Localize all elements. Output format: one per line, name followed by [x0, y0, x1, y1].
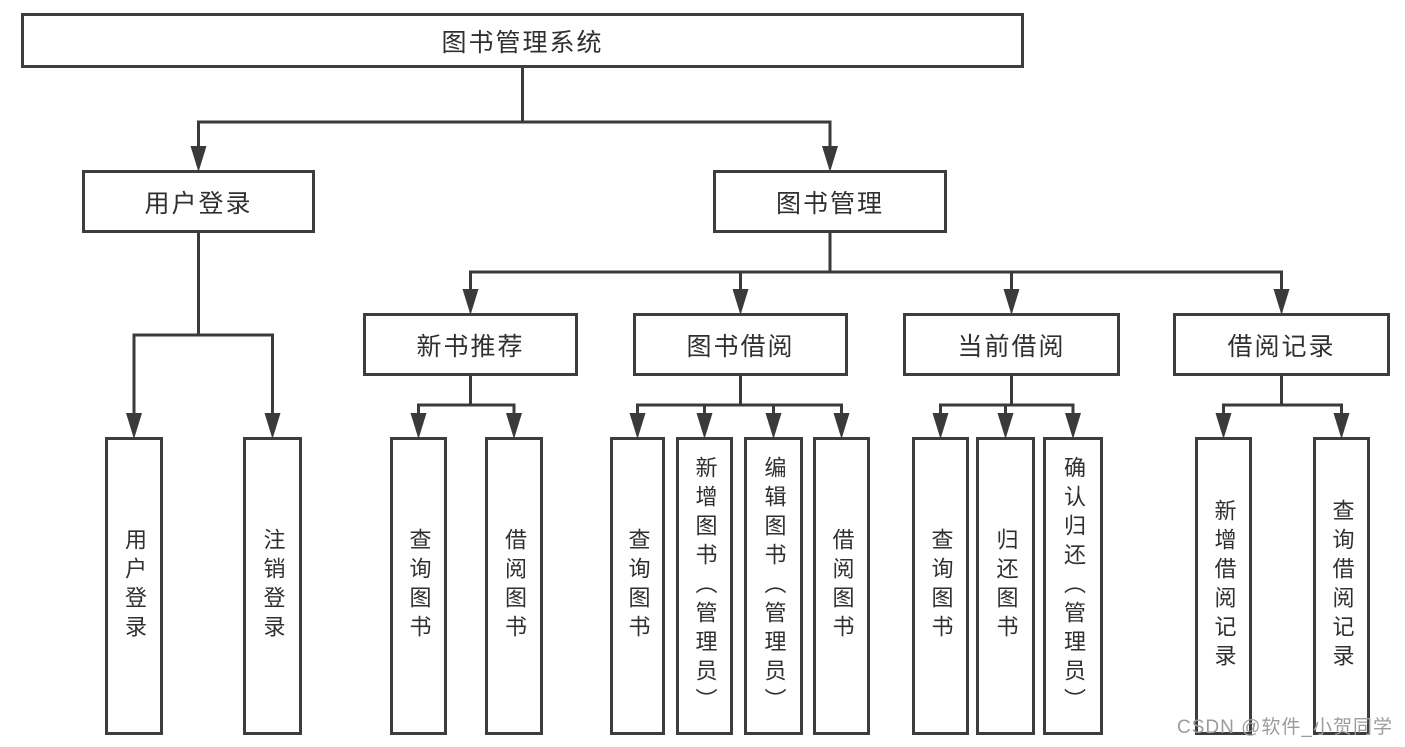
node-leaf-borrow-books-recommend: 借阅图书: [485, 437, 543, 735]
watermark: CSDN @软件_小贺同学: [1177, 717, 1393, 738]
node-leaf-return-book: 归还图书: [976, 437, 1035, 735]
node-current-borrowing: 当前借阅: [903, 313, 1120, 376]
node-book-borrowing: 图书借阅: [633, 313, 848, 376]
node-leaf-add-book-admin: 新增图书（管理员）: [676, 437, 733, 735]
node-book-management: 图书管理: [713, 170, 947, 233]
node-user-login: 用户登录: [82, 170, 315, 233]
node-borrowing-records: 借阅记录: [1173, 313, 1390, 376]
node-leaf-query-books-current: 查询图书: [912, 437, 969, 735]
node-leaf-logout-login: 注销登录: [243, 437, 302, 735]
node-leaf-user-login: 用户登录: [105, 437, 163, 735]
node-new-book-recommend: 新书推荐: [363, 313, 578, 376]
node-leaf-edit-book-admin: 编辑图书（管理员）: [744, 437, 803, 735]
node-library-management-system: 图书管理系统: [21, 13, 1024, 68]
node-leaf-confirm-return-admin: 确认归还（管理员）: [1043, 437, 1103, 735]
node-leaf-query-borrow-record: 查询借阅记录: [1313, 437, 1370, 735]
node-leaf-query-books-borrowing: 查询图书: [610, 437, 665, 735]
node-leaf-add-borrow-record: 新增借阅记录: [1195, 437, 1252, 735]
node-leaf-borrow-books-borrowing: 借阅图书: [813, 437, 870, 735]
node-leaf-query-books-recommend: 查询图书: [390, 437, 447, 735]
